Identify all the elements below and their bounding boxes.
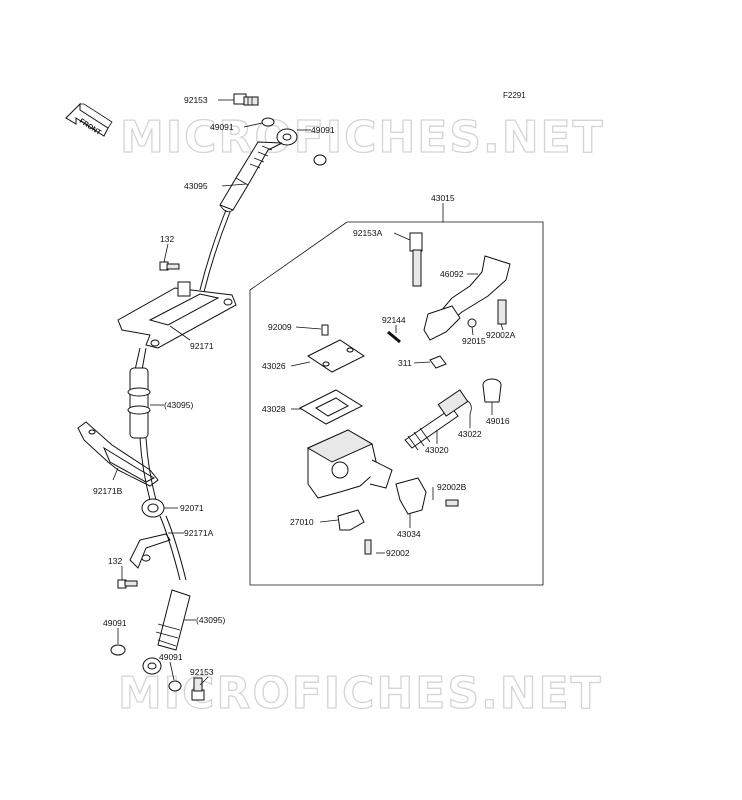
bolt-92002A bbox=[497, 299, 507, 325]
label-92002B: 92002B bbox=[437, 482, 467, 492]
washer-bottom-1 bbox=[110, 644, 126, 656]
label-43015: 43015 bbox=[431, 193, 455, 203]
nut-311 bbox=[429, 355, 447, 369]
bolt-92002B bbox=[445, 499, 459, 507]
master-cylinder-assembly-box: 43015 bbox=[249, 193, 544, 586]
label-311: 311 bbox=[398, 358, 412, 368]
label-27010: 27010 bbox=[290, 517, 314, 527]
hose-line-2 bbox=[134, 347, 147, 371]
switch-27010 bbox=[337, 509, 365, 531]
label-43020: 43020 bbox=[425, 445, 449, 455]
watermark-top: MICROFICHES.NET bbox=[120, 112, 605, 163]
label-43095-top: 43095 bbox=[184, 181, 208, 191]
hose-line-1 bbox=[199, 209, 231, 293]
label-43095-bottom: (43095) bbox=[196, 615, 225, 625]
label-92171B: 92171B bbox=[93, 486, 123, 496]
master-cylinder-body bbox=[306, 429, 393, 499]
diaphragm-43028 bbox=[298, 389, 364, 425]
label-92153-top: 92153 bbox=[184, 95, 208, 105]
clamp-43034 bbox=[395, 477, 427, 515]
brake-hose-middle bbox=[127, 367, 151, 439]
label-92002A: 92002A bbox=[486, 330, 516, 340]
hose-line-3 bbox=[139, 437, 157, 501]
brake-hose-top bbox=[219, 141, 283, 213]
banjo-bolt-bottom bbox=[191, 677, 205, 701]
pin-92144 bbox=[387, 330, 401, 344]
bolt-92153A bbox=[409, 232, 423, 287]
label-43028: 43028 bbox=[262, 404, 286, 414]
label-43034: 43034 bbox=[397, 529, 421, 539]
bracket-92171 bbox=[117, 281, 237, 349]
label-132-top: 132 bbox=[160, 234, 174, 244]
banjo-bolt-top bbox=[233, 93, 259, 106]
label-49016: 49016 bbox=[486, 416, 510, 426]
label-132-bottom: 132 bbox=[108, 556, 122, 566]
cap-43026 bbox=[307, 339, 365, 373]
clamp-92171A bbox=[129, 533, 171, 569]
guide-92171B bbox=[77, 421, 159, 487]
washer-bottom-2 bbox=[168, 680, 182, 692]
label-49091-a: 49091 bbox=[210, 122, 234, 132]
label-43022: 43022 bbox=[458, 429, 482, 439]
label-92153A: 92153A bbox=[353, 228, 383, 238]
label-49091-c: 49091 bbox=[103, 618, 127, 628]
label-92153-bottom: 92153 bbox=[190, 667, 214, 677]
bolt-132-top bbox=[159, 261, 180, 271]
figure-code: F2291 bbox=[503, 91, 526, 100]
label-92002: 92002 bbox=[386, 548, 410, 558]
bolt-132-bottom bbox=[117, 579, 138, 589]
label-43026: 43026 bbox=[262, 361, 286, 371]
brake-hose-bottom bbox=[155, 589, 191, 651]
label-92015: 92015 bbox=[462, 336, 486, 346]
brake-lever-46092 bbox=[423, 255, 511, 341]
screw-92009 bbox=[321, 324, 329, 336]
label-92171: 92171 bbox=[190, 341, 214, 351]
label-92071: 92071 bbox=[180, 503, 204, 513]
nut-92015 bbox=[467, 318, 477, 328]
screw-92002 bbox=[364, 539, 372, 555]
washer-top-2 bbox=[313, 154, 327, 166]
label-43095-middle: (43095) bbox=[164, 400, 193, 410]
banjo-fitting-top bbox=[276, 128, 298, 146]
hose-line-4 bbox=[159, 515, 187, 581]
banjo-fitting-bottom bbox=[142, 657, 162, 675]
cup-49016 bbox=[482, 378, 502, 403]
label-49091-b: 49091 bbox=[311, 125, 335, 135]
leader-lines bbox=[112, 99, 504, 686]
label-92144: 92144 bbox=[382, 315, 406, 325]
front-arrow-icon: FRONT bbox=[65, 102, 113, 137]
washer-top-1 bbox=[261, 117, 275, 127]
label-46092: 46092 bbox=[440, 269, 464, 279]
label-92009: 92009 bbox=[268, 322, 292, 332]
piston-43020 bbox=[404, 389, 469, 451]
label-92171A: 92171A bbox=[184, 528, 214, 538]
grommet-92071 bbox=[141, 498, 165, 518]
part-labels: 92153 49091 49091 43095 132 92171 (43095… bbox=[93, 95, 516, 677]
label-49091-d: 49091 bbox=[159, 652, 183, 662]
